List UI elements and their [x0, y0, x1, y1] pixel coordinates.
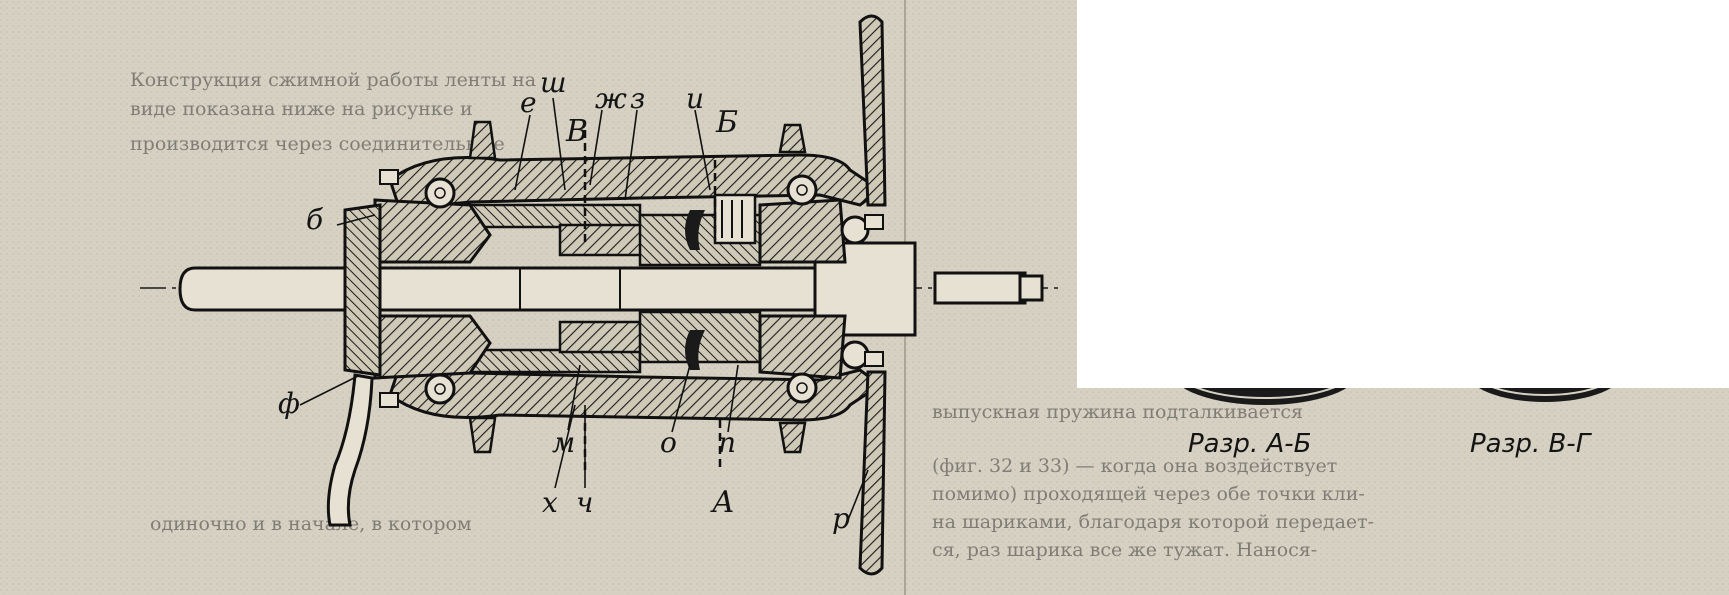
label-x: х	[542, 486, 558, 519]
label-i: и	[686, 82, 704, 115]
bg-line-6: (фиг. 32 и 33) — когда она воздействует	[932, 455, 1337, 477]
label-sh: ш	[540, 66, 567, 99]
bearing-balls	[424, 174, 870, 405]
background-text: Конструкция сжимной работы ленты на виде…	[130, 0, 1374, 595]
left-cone	[373, 198, 492, 380]
caption-section-vg: Разр. В-Г	[1470, 429, 1593, 459]
dust-caps	[379, 169, 884, 408]
label-A-upper: А	[710, 485, 735, 520]
leader-lines	[299, 97, 869, 521]
bg-line-2: виде показана ниже на рисунке и	[130, 98, 473, 120]
label-m: м	[552, 426, 575, 459]
label-zh: ж	[595, 82, 627, 115]
label-f: ф	[278, 387, 300, 420]
bg-line-1: Конструкция сжимной работы ленты на	[130, 69, 536, 91]
brake-arm	[326, 203, 382, 527]
label-r: р	[832, 502, 850, 535]
bg-line-7: помимо) проходящей через обе точки кли-	[932, 483, 1365, 505]
label-z: з	[630, 82, 645, 115]
label-V-upper: В	[565, 114, 588, 149]
bg-line-3: производится через соединительные	[130, 133, 505, 155]
right-cone	[758, 198, 847, 380]
label-B-upper: Б	[715, 105, 738, 140]
label-ch: ч	[576, 486, 593, 519]
sprocket-plate	[858, 14, 887, 576]
bg-line-5: выпускная пружина подталкивается	[932, 401, 1303, 423]
inner-sleeve	[468, 193, 762, 374]
axle	[178, 266, 1044, 312]
bg-line-4: одиночно и в начале, в котором	[150, 513, 472, 535]
bg-line-9: ся, раз шарика все же тужат. Нанося-	[932, 539, 1317, 561]
hub-shell	[388, 120, 883, 454]
caption-section-ab: Разр. А-Б	[1188, 429, 1311, 459]
label-b: б	[306, 203, 324, 236]
blank-white-panel	[1077, 0, 1729, 388]
label-e: е	[520, 86, 537, 119]
label-p: п	[718, 426, 736, 459]
label-o: о	[660, 426, 677, 459]
bg-line-8: на шариками, благодаря которой передает-	[932, 511, 1374, 533]
